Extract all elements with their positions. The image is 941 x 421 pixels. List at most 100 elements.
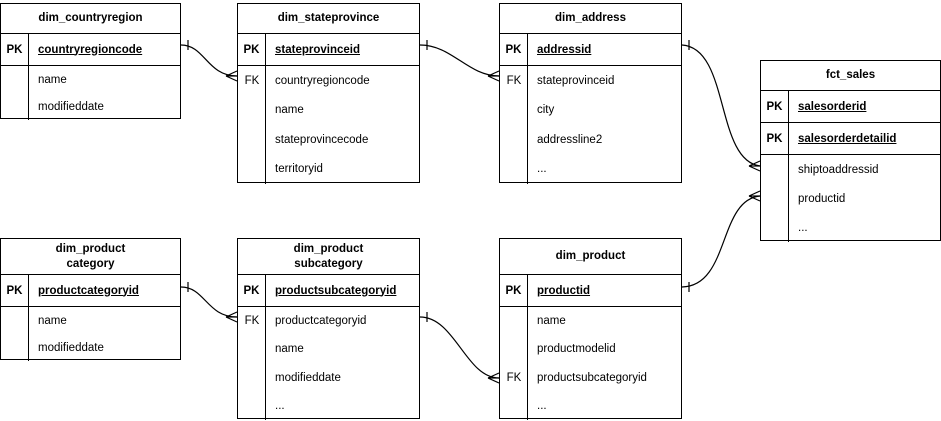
attribute-ellipsisellipsisellipsis[interactable]: ... (537, 399, 547, 412)
attribute-name-column: name productmodelid productsubcategoryid..… (528, 307, 681, 420)
attribute-modifieddate[interactable]: modifieddate (38, 341, 104, 354)
attribute-name[interactable]: name (38, 314, 67, 327)
key-field-name: productsubcategoryid (275, 284, 397, 297)
attribute-tag-column (761, 155, 789, 242)
attribute-productsubcategoryid[interactable]: productsubcategoryid (537, 371, 647, 384)
foreign-key-tag: FK (506, 74, 522, 87)
attribute-block-dim_productsubcategory: FK productcategoryid name modifieddate... (238, 307, 419, 420)
key-tag: PK (238, 34, 266, 65)
attribute-name[interactable]: name (537, 315, 566, 328)
attribute-territoryid[interactable]: territoryid (275, 163, 323, 176)
key-row-dim_productsubcategory-productsubcategoryid[interactable]: PK productsubcategoryid (238, 275, 419, 307)
attribute-tag-column: FK (238, 307, 266, 420)
attribute-stateprovinceid[interactable]: stateprovinceid (537, 74, 615, 87)
entity-title-line: category (66, 257, 115, 270)
relationship-rel-address-sales[interactable] (681, 40, 761, 172)
attribute-countryregioncode[interactable]: countryregioncode (275, 74, 370, 87)
entity-title-line: dim_product (555, 250, 626, 262)
attribute-name[interactable]: name (275, 343, 304, 356)
attribute-addressline2[interactable]: addressline2 (537, 133, 603, 146)
key-field-name: productid (537, 284, 591, 297)
cardinality-many-marker (487, 70, 500, 77)
attribute-name-column: countryregioncode name stateprovincecode te… (266, 66, 419, 184)
relationship-rel-countryregion-stateprovince[interactable] (180, 40, 238, 82)
key-row-dim_stateprovince-stateprovinceid[interactable]: PK stateprovinceid (238, 34, 419, 66)
key-tag: PK (1, 34, 29, 65)
foreign-key-tag: FK (244, 315, 260, 328)
entity-title-dim_product: dim_product (500, 239, 681, 275)
attribute-name-column: shiptoaddressid productid... (789, 155, 940, 242)
attribute-ellipsisellipsisellipsis[interactable]: ... (275, 399, 285, 412)
key-field-name: stateprovinceid (275, 43, 360, 56)
entity-title-dim_stateprovince: dim_stateprovince (238, 4, 419, 34)
attribute-block-dim_product: FK name productmodelid productsubcategoryid… (500, 307, 681, 420)
attribute-tag-column (1, 66, 29, 120)
attribute-name-column: productcategoryid name modifieddate... (266, 307, 419, 420)
foreign-key-tag: FK (506, 371, 522, 384)
key-tag: PK (761, 123, 789, 154)
cardinality-many-marker (487, 372, 500, 379)
attribute-name-column: name modifieddate (29, 66, 180, 120)
attribute-tag-column: FK (500, 66, 528, 184)
key-tag: PK (238, 275, 266, 306)
entity-title-line: dim_product (293, 242, 364, 255)
relationship-rel-product-sales[interactable] (681, 190, 761, 292)
cardinality-many-marker (225, 70, 238, 77)
key-row-dim_product-productid[interactable]: PK productid (500, 275, 681, 307)
attribute-tag-column: FK (238, 66, 266, 184)
key-field-name: salesorderdetailid (798, 132, 897, 145)
attribute-modifieddate[interactable]: modifieddate (275, 371, 341, 384)
attribute-ellipsisellipsisellipsis[interactable]: ... (798, 221, 808, 234)
attribute-stateprovincecode[interactable]: stateprovincecode (275, 133, 369, 146)
key-row-fct_sales-salesorderdetailid[interactable]: PK salesorderdetailid (761, 123, 940, 155)
attribute-productmodelid[interactable]: productmodelid (537, 343, 616, 356)
key-field-name: countryregioncode (38, 43, 143, 56)
cardinality-many-marker (225, 311, 238, 318)
entity-title-dim_address: dim_address (500, 4, 681, 34)
attribute-block-dim_stateprovince: FK countryregioncode name stateprovincecode… (238, 66, 419, 184)
attribute-shiptoaddressid[interactable]: shiptoaddressid (798, 163, 879, 176)
attribute-productcategoryid[interactable]: productcategoryid (275, 315, 367, 328)
relationship-rel-subcategory-product[interactable] (419, 312, 500, 384)
relationship-rel-stateprovince-address[interactable] (419, 40, 500, 82)
attribute-block-dim_address: FK stateprovinceid city addressline2... (500, 66, 681, 184)
key-tag: PK (761, 91, 789, 122)
cardinality-many-marker (225, 316, 238, 323)
attribute-tag-column (1, 307, 29, 361)
attribute-tag-column: FK (500, 307, 528, 420)
key-tag: PK (1, 275, 29, 306)
attribute-name-column: name modifieddate (29, 307, 180, 361)
attribute-block-dim_productcategory: name modifieddate (1, 307, 180, 361)
attribute-block-dim_countryregion: name modifieddate (1, 66, 180, 120)
attribute-ellipsisellipsisellipsis[interactable]: ... (537, 163, 547, 176)
cardinality-many-marker (748, 160, 761, 167)
cardinality-many-marker (225, 75, 238, 82)
attribute-productid[interactable]: productid (798, 192, 846, 205)
attribute-city[interactable]: city (537, 104, 555, 117)
key-tag: PK (500, 34, 528, 65)
key-row-dim_address-addressid[interactable]: PK addressid (500, 34, 681, 66)
key-row-dim_countryregion-countryregioncode[interactable]: PK countryregioncode (1, 34, 180, 66)
relationship-rel-productcategory-subcategory[interactable] (180, 282, 238, 323)
entity-title-line: dim_countryregion (38, 12, 143, 24)
attribute-name[interactable]: name (38, 73, 67, 86)
entity-title-dim_productsubcategory: dim_product subcategory (238, 239, 419, 275)
entity-title-line: dim_stateprovince (277, 12, 380, 24)
key-field-name: addressid (537, 43, 592, 56)
entity-title-fct_sales: fct_sales (761, 61, 940, 91)
cardinality-many-marker (487, 75, 500, 82)
attribute-name[interactable]: name (275, 104, 304, 117)
attribute-modifieddate[interactable]: modifieddate (38, 100, 104, 113)
key-tag: PK (500, 275, 528, 306)
entity-title-line: subcategory (294, 257, 363, 270)
